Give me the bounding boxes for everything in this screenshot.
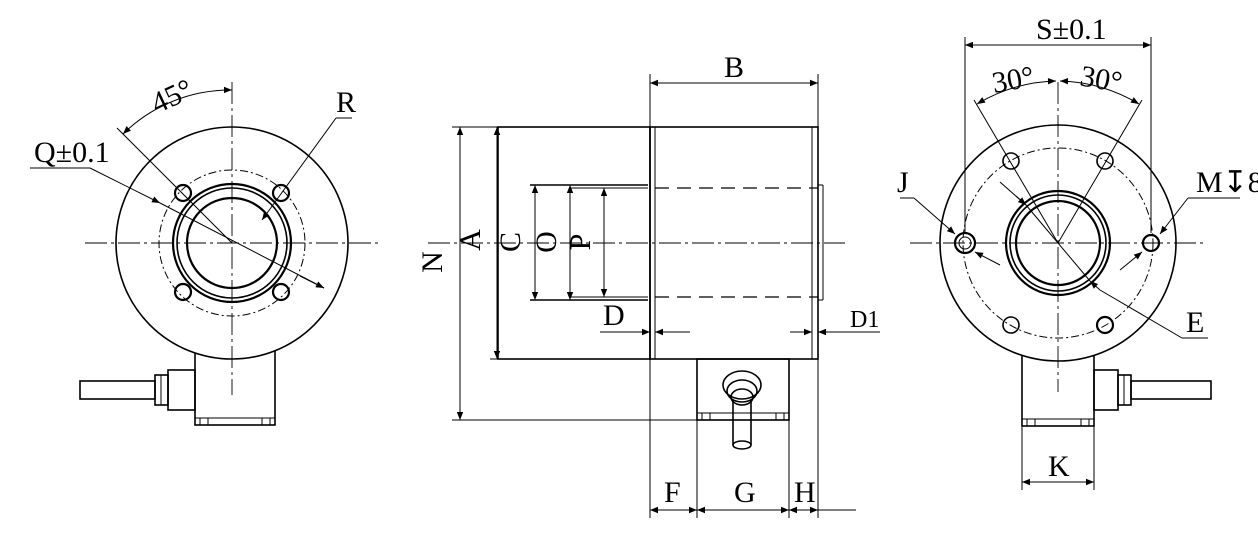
middle-A-dimension: A bbox=[454, 127, 501, 360]
middle-D-dimension: D bbox=[600, 299, 690, 336]
left-R-dimension: R bbox=[261, 86, 356, 221]
middle-P-dimension: P bbox=[564, 188, 608, 297]
label-D1: D1 bbox=[850, 307, 879, 333]
middle-C-dimension: C bbox=[494, 185, 539, 300]
label-angle-45: 45° bbox=[146, 73, 198, 121]
left-Q-dimension: Q±0.1 bbox=[30, 136, 325, 289]
label-O: O bbox=[530, 231, 563, 253]
label-M: M↧8 bbox=[1196, 166, 1258, 199]
right-K-dimension: K bbox=[1021, 426, 1095, 490]
label-A: A bbox=[454, 229, 487, 251]
label-D: D bbox=[603, 299, 625, 332]
middle-N-dimension: N bbox=[416, 126, 697, 421]
left-mounting-holes bbox=[173, 183, 291, 302]
right-rear-view: S±0.1 30° 30° J M↧8 bbox=[897, 13, 1258, 490]
label-C: C bbox=[494, 232, 527, 252]
label-angle-30-right: 30° bbox=[1078, 59, 1125, 99]
middle-side-view: N A C O P B bbox=[416, 51, 880, 518]
label-G: G bbox=[734, 476, 756, 509]
label-H: H bbox=[794, 476, 816, 509]
label-N: N bbox=[416, 251, 449, 273]
middle-D1-dimension: D1 bbox=[790, 307, 880, 336]
right-M-dimension: M↧8 bbox=[1119, 166, 1258, 271]
label-Q: Q±0.1 bbox=[34, 136, 110, 169]
label-F: F bbox=[664, 476, 681, 509]
right-J-dimension: J bbox=[897, 166, 1001, 266]
label-E: E bbox=[1186, 306, 1204, 339]
middle-O-dimension: O bbox=[530, 185, 574, 300]
label-K: K bbox=[1048, 450, 1070, 483]
left-front-view: 45° R Q±0.1 bbox=[30, 73, 378, 426]
label-P: P bbox=[564, 234, 597, 251]
middle-B-dimension: B bbox=[649, 51, 819, 127]
label-R: R bbox=[336, 86, 356, 119]
right-angle-30-dimension: 30° 30° bbox=[973, 59, 1143, 244]
middle-FGH-dimension: F G H bbox=[649, 359, 856, 518]
label-angle-30-left: 30° bbox=[989, 60, 1036, 100]
middle-connector-housing bbox=[696, 358, 790, 450]
label-J: J bbox=[897, 166, 909, 199]
label-B: B bbox=[724, 51, 744, 84]
right-S-dimension: S±0.1 bbox=[964, 13, 1152, 233]
right-E-dimension: E bbox=[999, 181, 1208, 339]
label-S: S±0.1 bbox=[1036, 13, 1107, 46]
